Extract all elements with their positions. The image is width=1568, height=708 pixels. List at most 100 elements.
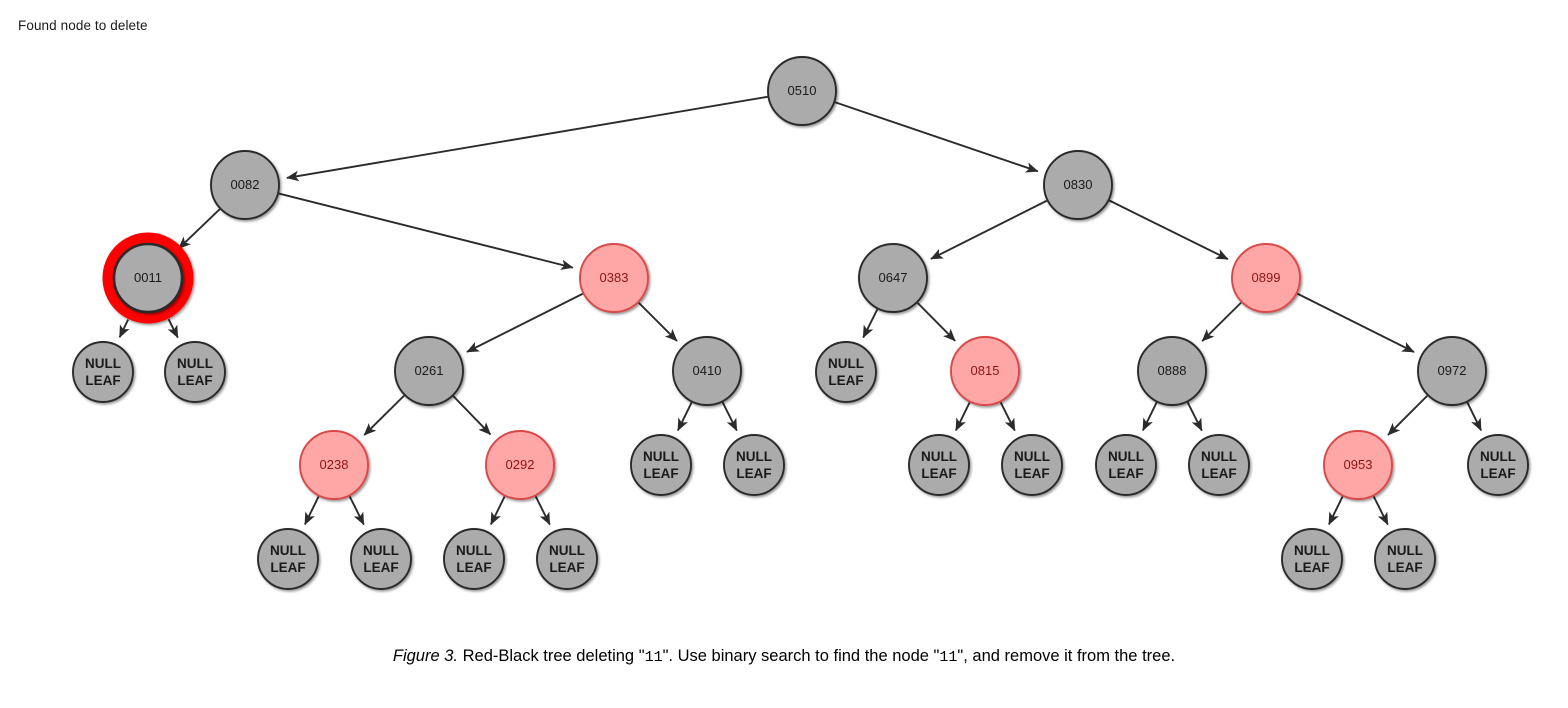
figure-number: Figure 3. [392, 647, 459, 665]
tree-node-0953[interactable]: 0953 [1323, 430, 1393, 500]
tree-edge [534, 495, 551, 526]
tree-node-0292[interactable]: 0292 [485, 430, 555, 500]
black-node-circle[interactable] [164, 341, 226, 403]
black-node-circle[interactable] [1001, 434, 1063, 496]
caption-text-before: Red-Black tree deleting " [458, 647, 645, 665]
tree-edge [278, 192, 574, 270]
tree-edge [452, 395, 492, 436]
black-node-circle[interactable] [1095, 434, 1157, 496]
tree-edge [1328, 496, 1344, 526]
tree-edge-layer [118, 95, 1482, 526]
tree-node-0383[interactable]: 0383 [579, 243, 649, 313]
tree-node-0510[interactable]: 0510 [767, 56, 837, 126]
tree-edge [1142, 402, 1158, 432]
tree-edge [1296, 292, 1415, 353]
tree-edge [1201, 301, 1242, 342]
black-node-circle[interactable] [394, 336, 464, 406]
tree-edge [930, 199, 1048, 260]
tree-edge [862, 308, 879, 339]
black-node-circle[interactable] [1188, 434, 1250, 496]
red-node-circle[interactable] [299, 430, 369, 500]
black-node-circle[interactable] [1374, 528, 1436, 590]
tree-edge [916, 302, 956, 342]
black-node-circle[interactable] [723, 434, 785, 496]
red-node-circle[interactable] [1231, 243, 1301, 313]
tree-edge [1186, 401, 1203, 432]
red-node-circle[interactable] [579, 243, 649, 313]
caption-text-middle: ". Use binary search to find the node " [662, 647, 940, 665]
black-node-circle[interactable] [630, 434, 692, 496]
black-node-circle[interactable] [1467, 434, 1529, 496]
tree-edge [1387, 395, 1428, 436]
red-node-circle[interactable] [1323, 430, 1393, 500]
tree-node-0888[interactable]: 0888 [1137, 336, 1207, 406]
red-node-circle[interactable] [485, 430, 555, 500]
black-node-circle[interactable] [858, 243, 928, 313]
black-node-circle[interactable] [672, 336, 742, 406]
black-node-circle[interactable] [536, 528, 598, 590]
tree-node-0815[interactable]: 0815 [950, 336, 1020, 406]
black-node-circle[interactable] [112, 242, 184, 314]
black-node-circle[interactable] [908, 434, 970, 496]
tree-edge [677, 402, 693, 432]
tree-node-0082[interactable]: 0082 [210, 150, 280, 220]
tree-node-0011[interactable]: 0011 [102, 232, 194, 324]
black-node-circle[interactable] [1043, 150, 1113, 220]
tree-node-0899[interactable]: 0899 [1231, 243, 1301, 313]
black-node-circle[interactable] [1281, 528, 1343, 590]
tree-edge [286, 95, 768, 182]
tree-node-0830[interactable]: 0830 [1043, 150, 1113, 220]
tree-edge [721, 401, 738, 432]
tree-node-0410[interactable]: 0410 [672, 336, 742, 406]
tree-edge [638, 302, 678, 342]
tree-edge [178, 208, 221, 250]
tree-edge [118, 319, 130, 338]
tree-edge [834, 101, 1039, 173]
black-node-circle[interactable] [1417, 336, 1487, 406]
tree-edge [1466, 402, 1482, 432]
figure-caption: Figure 3. Red-Black tree deleting "11". … [0, 645, 1568, 668]
tree-edge [466, 292, 584, 353]
tree-node-0261[interactable]: 0261 [394, 336, 464, 406]
selected-node-highlight-ring [102, 232, 194, 324]
tree-node-0238[interactable]: 0238 [299, 430, 369, 500]
tree-edge [999, 401, 1016, 432]
tree-edge [348, 495, 365, 526]
black-node-circle[interactable] [257, 528, 319, 590]
status-message: Found node to delete [18, 18, 148, 33]
red-node-circle[interactable] [950, 336, 1020, 406]
black-node-circle[interactable] [443, 528, 505, 590]
black-node-circle[interactable] [210, 150, 280, 220]
tree-node-0972[interactable]: 0972 [1417, 336, 1487, 406]
tree-node-0647[interactable]: 0647 [858, 243, 928, 313]
caption-deleted-value: 11 [644, 649, 663, 666]
caption-deleted-value-2: 11 [939, 649, 958, 666]
black-node-circle[interactable] [815, 341, 877, 403]
tree-edge [1372, 495, 1389, 526]
black-node-circle[interactable] [1137, 336, 1207, 406]
black-node-circle[interactable] [72, 341, 134, 403]
black-node-circle[interactable] [350, 528, 412, 590]
tree-edge [955, 402, 971, 432]
tree-edge [167, 318, 179, 339]
tree-edge [490, 496, 506, 526]
black-node-circle[interactable] [767, 56, 837, 126]
